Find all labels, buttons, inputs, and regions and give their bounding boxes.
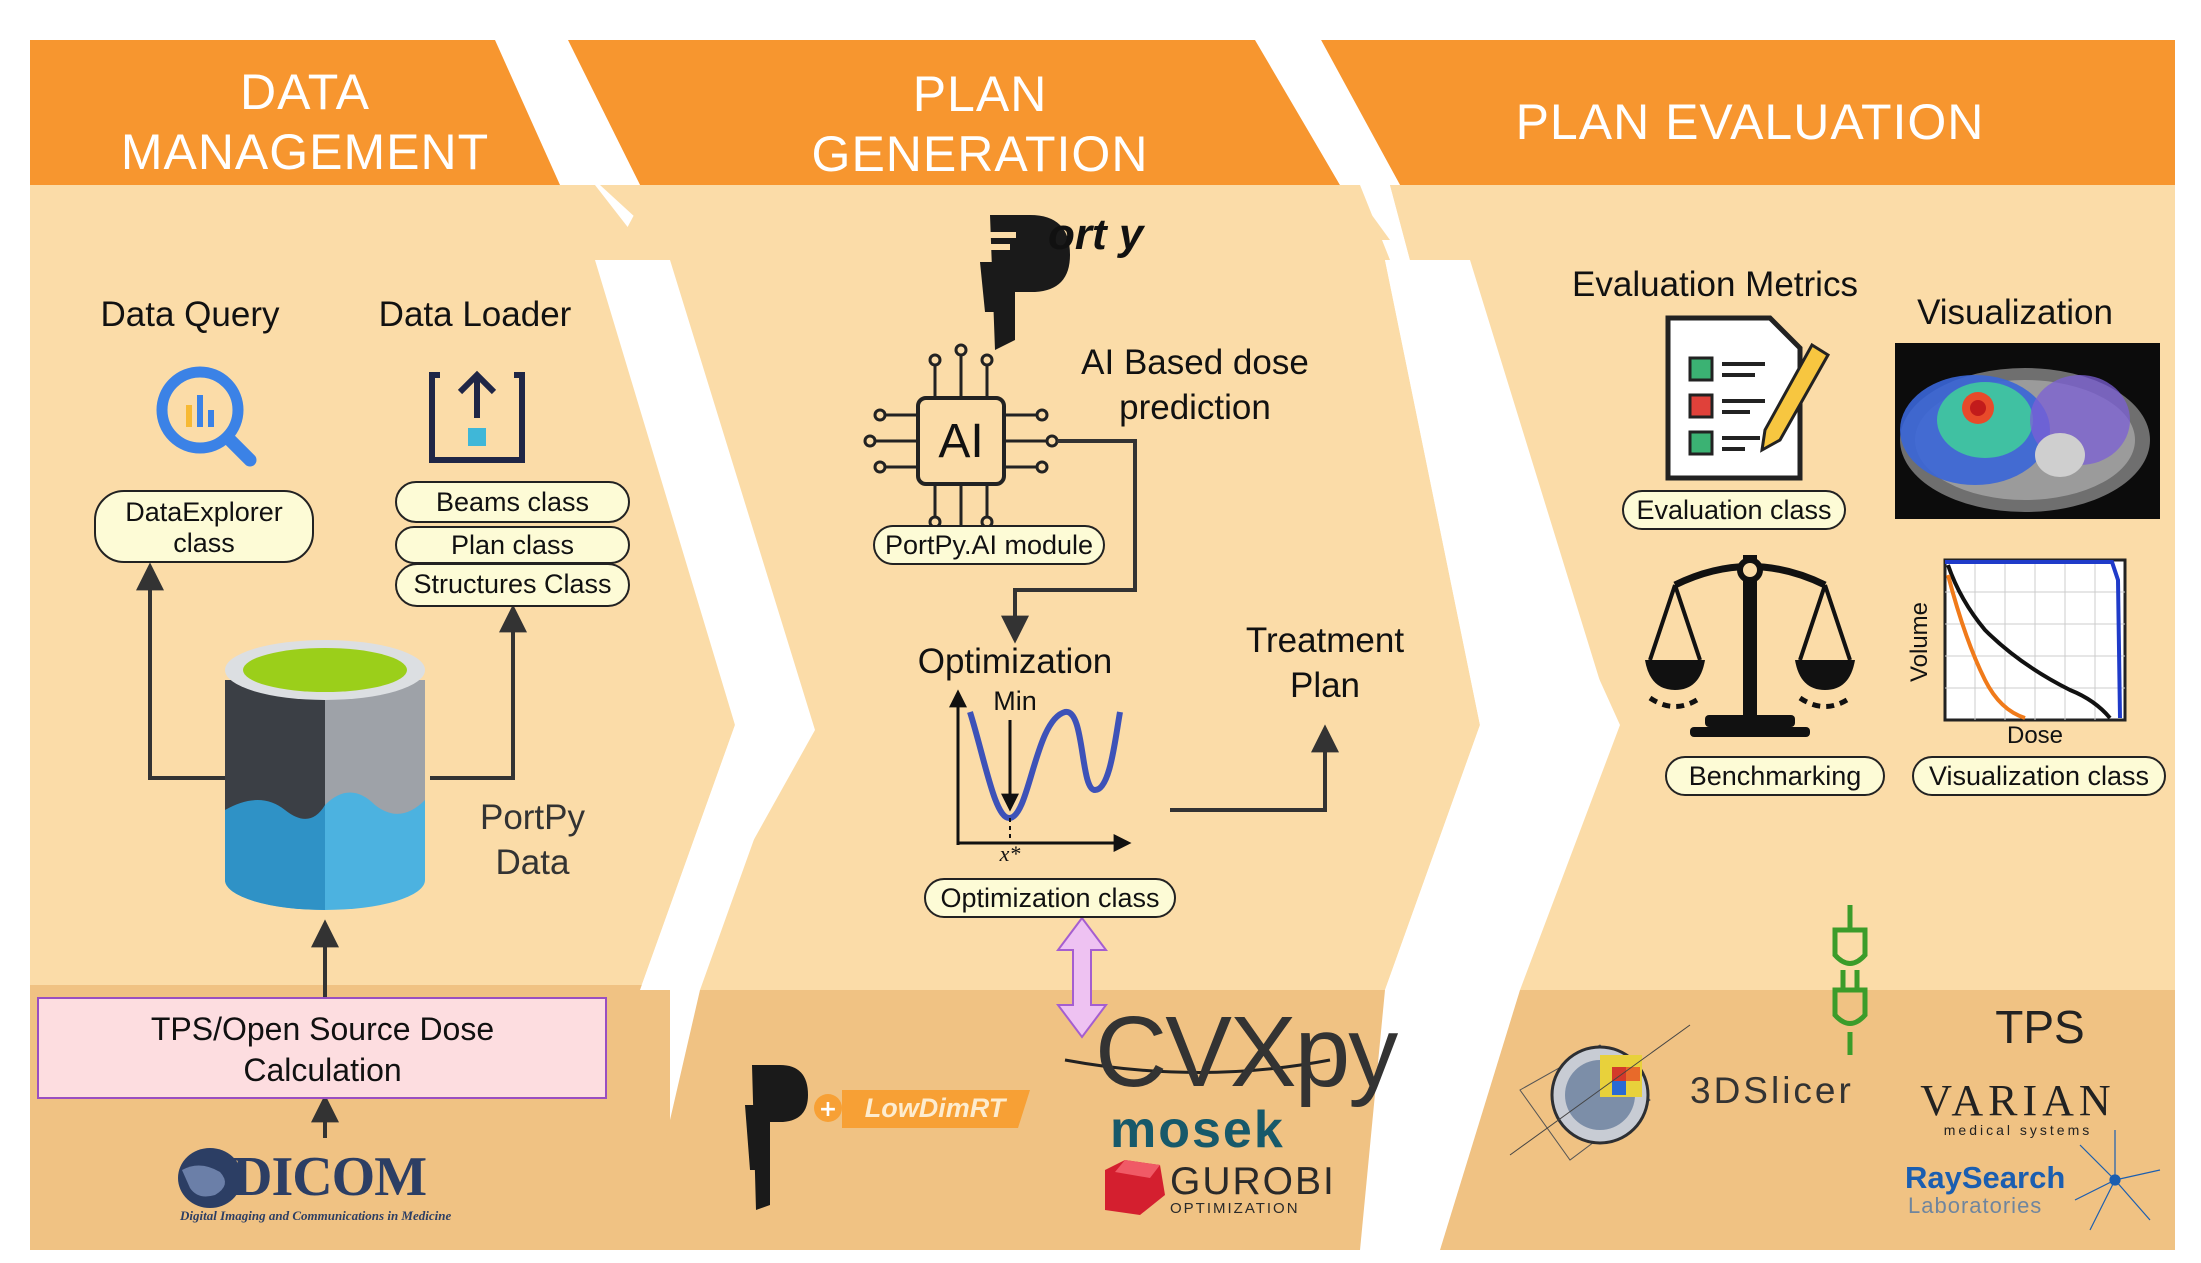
chevron-divider-1	[595, 260, 815, 990]
ai-chip-label: AI	[938, 415, 984, 468]
database-icon	[225, 640, 425, 910]
portpy-logo-icon	[980, 215, 1070, 350]
data-management-panel	[30, 40, 735, 1250]
optimization-graph-icon	[949, 689, 1132, 852]
treatment-plan-label: Treatment Plan	[1245, 621, 1405, 705]
upload-icon	[429, 370, 525, 463]
gurobi-logo-text: GUROBI	[1170, 1160, 1336, 1203]
chevron-divider-2	[1385, 260, 1615, 990]
connector-optimization-to-plan	[1170, 724, 1339, 812]
header-divider-1	[495, 38, 640, 185]
dvh-dose-label: Dose	[2006, 722, 2064, 749]
dicom-globe-icon	[178, 1148, 242, 1208]
connector-to-dataexplorer	[136, 562, 225, 780]
visualization-class-pill: Visualization class	[1912, 756, 2166, 796]
varian-subtext: medical systems	[1943, 1122, 2093, 1138]
portpy-logo-text: ort y	[1048, 210, 1144, 259]
raysearch-subtext: Laboratories	[1908, 1193, 2043, 1218]
svg-text:+: +	[819, 1097, 837, 1122]
evaluation-metrics-label: Evaluation Metrics	[1572, 265, 1858, 304]
connector-ai-to-optimization	[1001, 439, 1137, 644]
visualization-label: Visualization	[1917, 293, 2113, 332]
min-label: Min	[993, 686, 1037, 716]
header-data-management: DATA MANAGEMENT	[120, 64, 490, 180]
data-query-label: Data Query	[100, 295, 280, 334]
plug-icon	[1832, 905, 1868, 1055]
checklist-icon	[1665, 315, 1831, 481]
ct-dose-image	[1895, 343, 2160, 519]
gurobi-cube-icon	[1105, 1160, 1165, 1215]
dicom-tagline: Digital Imaging and Communications in Me…	[180, 1208, 452, 1223]
portpy-ai-module-pill: PortPy.AI module	[873, 525, 1105, 565]
optimization-label: Optimization	[917, 642, 1113, 681]
beams-class-pill: Beams class	[395, 481, 630, 523]
tps-box-frame	[37, 997, 607, 1099]
scales-icon	[1645, 555, 1855, 737]
evaluation-class-pill: Evaluation class	[1622, 490, 1846, 530]
portpy-data-label: PortPy Data	[479, 798, 586, 882]
mosek-logo-text: mosek	[1110, 1101, 1285, 1159]
plan-generation-panel	[567, 40, 1480, 1250]
portpy-small-logo-icon: +	[745, 1065, 1030, 1210]
slicer-logo-icon	[1509, 1024, 1691, 1161]
cvxpy-swoosh-icon	[1064, 1058, 1331, 1074]
ai-chip-icon	[863, 343, 1059, 539]
varian-logo-text: VARIAN	[1920, 1076, 2116, 1125]
cvxpy-logo-text: CVXpy	[1095, 996, 1398, 1108]
raysearch-logo-text: RaySearch	[1905, 1160, 2066, 1195]
search-icon	[156, 366, 257, 467]
structures-class-pill: Structures Class	[395, 563, 630, 607]
raysearch-star-icon	[2074, 1130, 2161, 1231]
plan-class-pill: Plan class	[395, 526, 630, 564]
gurobi-subtext: OPTIMIZATION	[1170, 1200, 1300, 1217]
x-star-label: x*	[999, 841, 1021, 866]
bidirectional-arrow-icon	[1056, 916, 1108, 1039]
data-loader-label: Data Loader	[378, 295, 572, 334]
dicom-logo-text: DICOM	[232, 1146, 427, 1208]
slicer-logo-text: 3DSlicer	[1690, 1070, 1854, 1111]
tps-label: TPS	[1995, 1001, 2085, 1053]
connector-to-structures	[430, 604, 527, 780]
lowdimrt-logo-text: LowDimRT	[864, 1093, 1006, 1123]
ai-dose-prediction-label: AI Based dose prediction	[1081, 343, 1309, 427]
header-plan-generation: PLAN GENERATION	[811, 66, 1149, 182]
optimization-class-pill: Optimization class	[924, 878, 1176, 918]
dvh-volume-label: Volume	[1906, 601, 1933, 683]
header-plan-evaluation: PLAN EVALUATION	[1515, 94, 1985, 150]
dataexplorer-class-pill: DataExplorer class	[94, 490, 314, 563]
benchmarking-pill: Benchmarking	[1665, 756, 1885, 796]
dvh-plot-icon	[1943, 558, 2127, 722]
tps-dose-calculation-label: TPS/Open Source Dose Calculation	[150, 1011, 495, 1088]
header-divider-2	[1255, 38, 1400, 185]
